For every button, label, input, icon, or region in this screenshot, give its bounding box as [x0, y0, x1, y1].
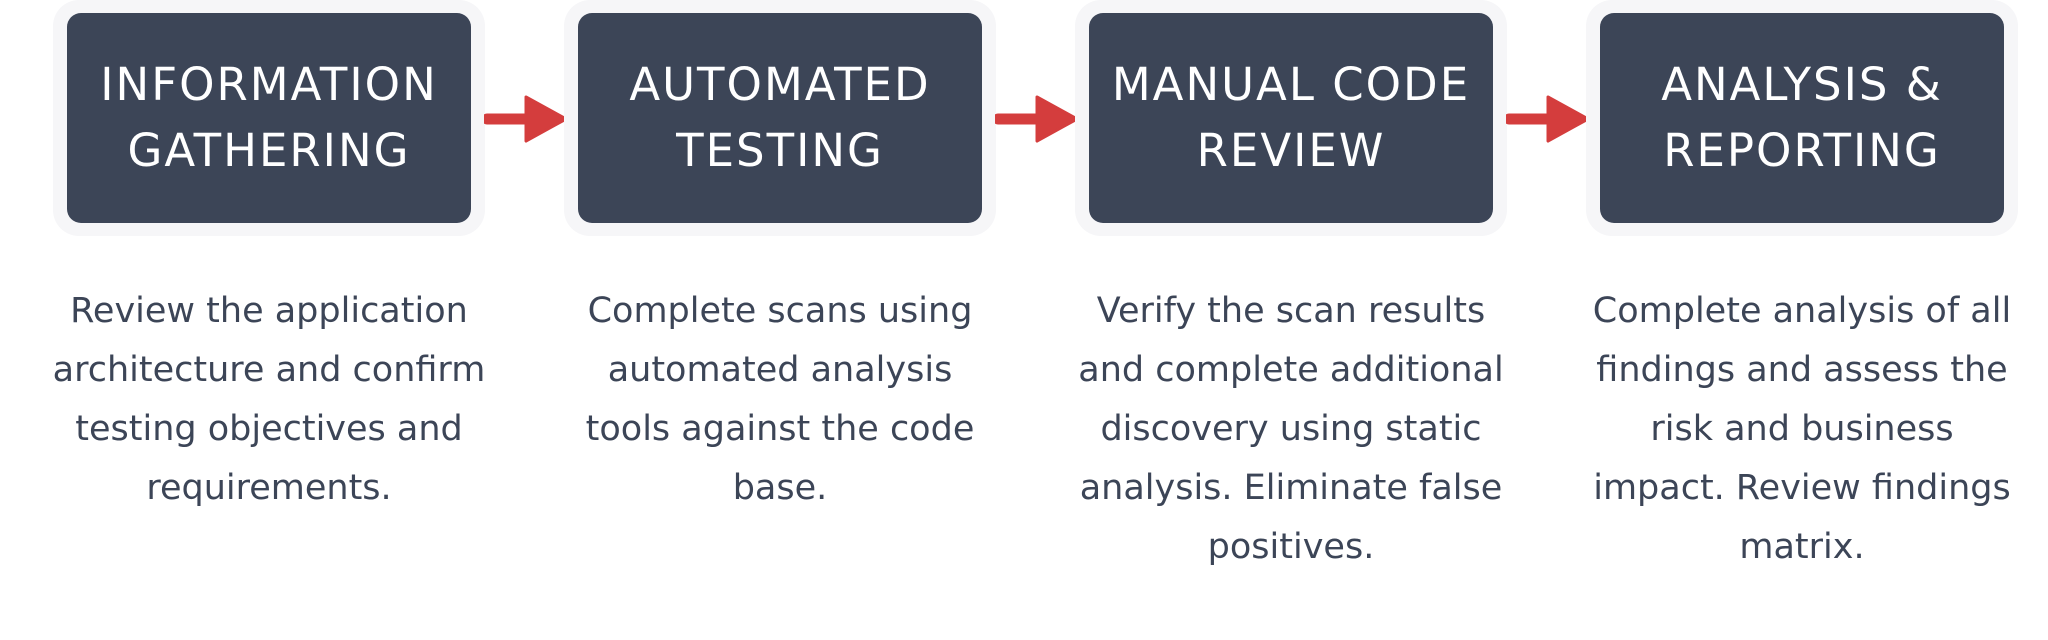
- step-box: MANUAL CODE REVIEW: [1089, 13, 1493, 223]
- step-information-gathering: INFORMATION GATHERING: [53, 0, 485, 236]
- step-description: Complete analysis of all findings and as…: [1592, 291, 2012, 567]
- arrow-right-icon: [484, 95, 568, 143]
- step-description: Complete scans using automated analysis …: [585, 291, 975, 508]
- step-box: AUTOMATED TESTING: [578, 13, 982, 223]
- step-title: MANUAL CODE REVIEW: [1111, 58, 1471, 177]
- step-automated-testing: AUTOMATED TESTING: [564, 0, 996, 236]
- step-title: ANALYSIS & REPORTING: [1661, 58, 1943, 177]
- arrow-right-icon: [1506, 95, 1590, 143]
- step-title: INFORMATION GATHERING: [100, 58, 438, 177]
- step-title: AUTOMATED TESTING: [629, 58, 931, 177]
- step-box: INFORMATION GATHERING: [67, 13, 471, 223]
- step-manual-code-review: MANUAL CODE REVIEW: [1075, 0, 1507, 236]
- arrow-right-icon: [995, 95, 1079, 143]
- step-box: ANALYSIS & REPORTING: [1600, 13, 2004, 223]
- step-description: Verify the scan results and complete add…: [1078, 291, 1504, 567]
- step-analysis-reporting: ANALYSIS & REPORTING: [1586, 0, 2018, 236]
- step-description: Review the application architecture and …: [52, 291, 486, 508]
